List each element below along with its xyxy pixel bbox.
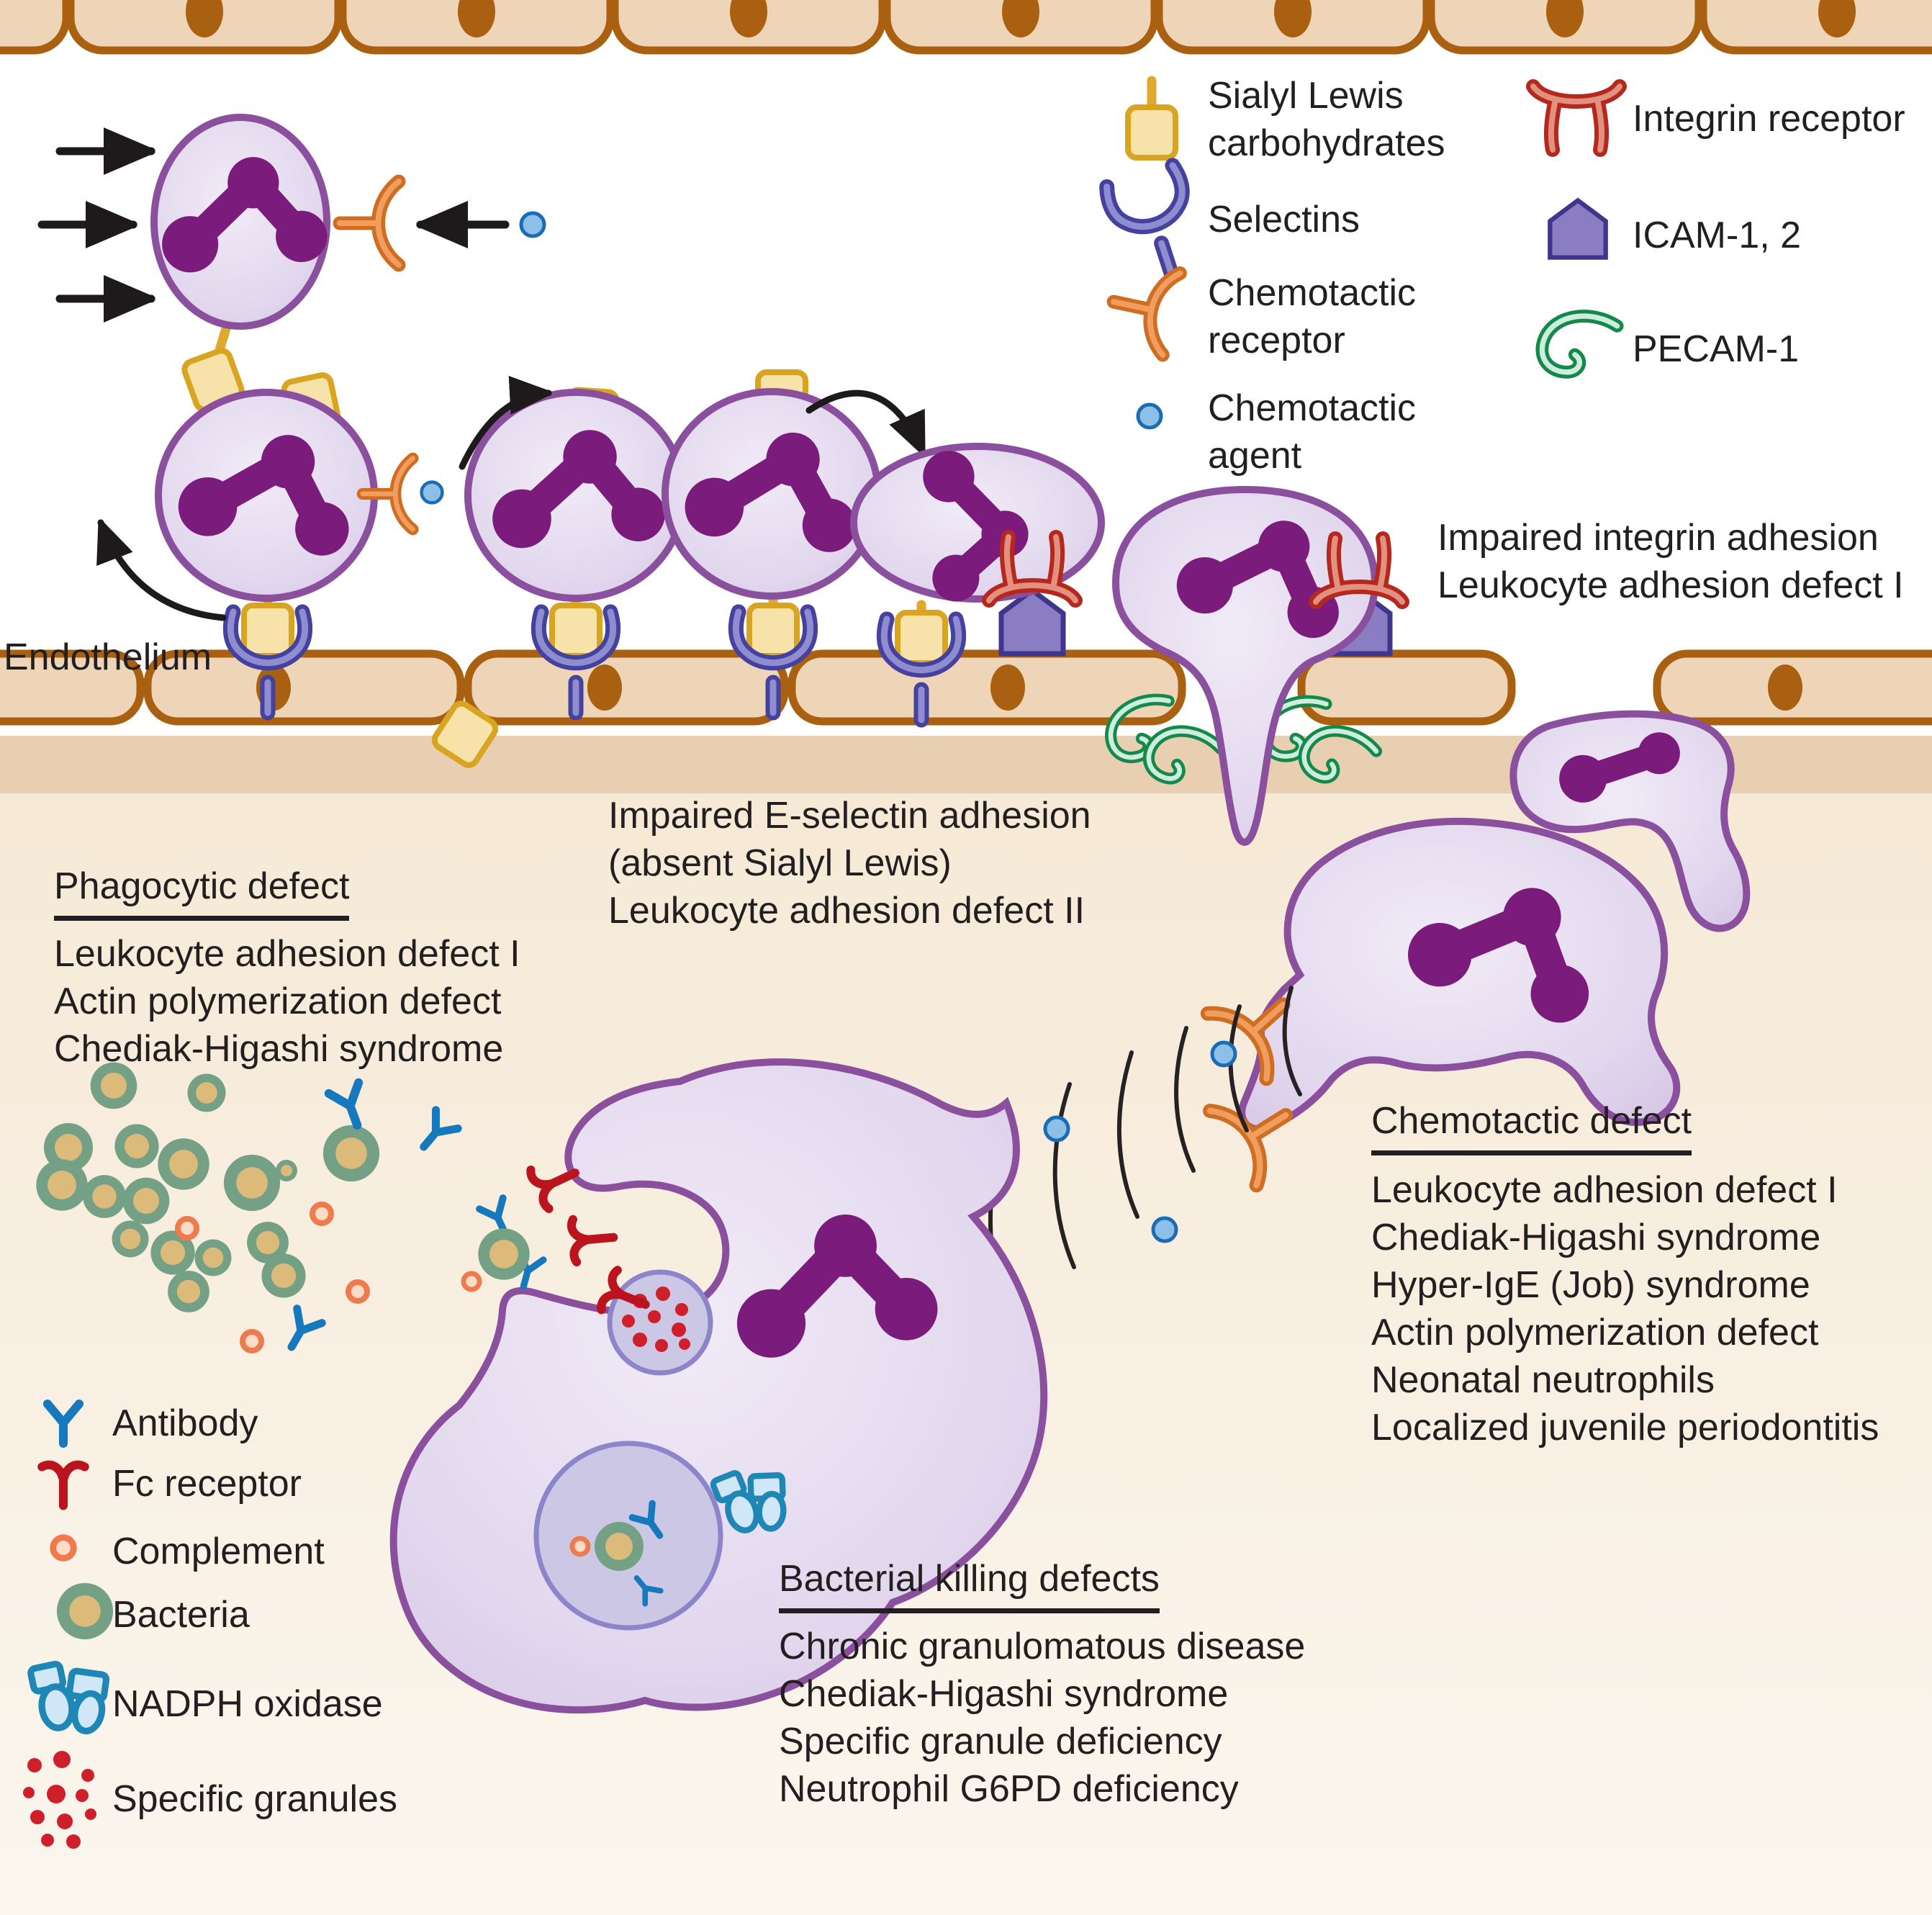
chemotactic-agent-icon	[1138, 405, 1161, 428]
rolling-leukocyte-1	[155, 374, 443, 602]
chemotactic-defect-item: Chediak-Higashi syndrome	[1371, 1217, 1821, 1258]
bacterial-killing-item: Chediak-Higashi syndrome	[779, 1673, 1229, 1715]
legend-chemo-agent-label: Chemotactic	[1208, 387, 1416, 429]
complement-icon	[53, 1538, 74, 1559]
impaired-integrin-label: Impaired integrin adhesion	[1437, 517, 1879, 559]
impaired-eselectin-label: Impaired E-selectin adhesion	[608, 795, 1091, 837]
legend-fc-label: Fc receptor	[112, 1463, 302, 1505]
endothelium-top-row	[0, 0, 1932, 55]
legend-nadph-label: NADPH oxidase	[112, 1683, 383, 1725]
legend-bacteria-label: Bacteria	[112, 1594, 250, 1636]
legend-top-icons	[1104, 76, 1620, 428]
phagocytic-defect-item: Actin polymerization defect	[54, 981, 502, 1022]
transmigrating-leukocyte	[1111, 485, 1402, 846]
chemotactic-defect-item: Localized juvenile periodontitis	[1371, 1407, 1879, 1448]
bacteria-cluster	[36, 1062, 458, 1354]
chemotactic-agent-icon	[521, 213, 544, 236]
bacterial-killing-item: Neutrophil G6PD deficiency	[779, 1768, 1239, 1810]
endothelium-bottom-row	[0, 649, 1932, 726]
legend-chemo-agent-label-2: agent	[1208, 435, 1302, 477]
legend-complement-label: Complement	[112, 1531, 325, 1572]
vessel-lumen-background	[0, 0, 1932, 736]
chemotactic-agent-icon	[422, 482, 443, 503]
phagocyte	[389, 1058, 1048, 1714]
legend-selectins-label: Selectins	[1208, 199, 1360, 240]
chemotactic-defect-title: Chemotactic defect	[1371, 1097, 1692, 1155]
chemotactic-defect-item: Neonatal neutrophils	[1371, 1359, 1715, 1401]
extravasated-leukocyte	[1509, 710, 1751, 932]
legend-sialyl-label-2: carbohydrates	[1208, 122, 1445, 164]
legend-bottom-icons	[23, 1404, 114, 1849]
chemotactic-defect-item: Actin polymerization defect	[1371, 1312, 1819, 1353]
flowing-leukocyte	[149, 114, 544, 412]
legend-granules-label: Specific granules	[112, 1778, 397, 1820]
impaired-eselectin-label-2: (absent Sialyl Lewis)	[608, 842, 952, 884]
specific-granules-icon	[23, 1751, 96, 1849]
impaired-eselectin-label-3: Leukocyte adhesion defect II	[608, 890, 1085, 932]
legend-icam-label: ICAM-1, 2	[1633, 215, 1802, 256]
legend-antibody-label: Antibody	[112, 1402, 258, 1444]
chemotaxing-leukocyte	[1208, 817, 1681, 1185]
chemotactic-defect-item: Hyper-IgE (Job) syndrome	[1371, 1264, 1810, 1306]
impaired-integrin-label-2: Leukocyte adhesion defect I	[1437, 564, 1904, 606]
endothelium-label: Endothelium	[4, 636, 212, 678]
bacteria-icon	[56, 1582, 114, 1640]
legend-sialyl-label: Sialyl Lewis	[1208, 75, 1404, 117]
rolling-arrows	[101, 393, 926, 621]
sialyl-lewis-icon	[1128, 107, 1175, 158]
phagocytic-defect-title: Phagocytic defect	[54, 862, 350, 921]
legend-chemo-receptor-label: Chemotactic	[1208, 272, 1416, 314]
bacterial-killing-item: Specific granule deficiency	[779, 1721, 1222, 1762]
flow-arrows	[37, 151, 510, 299]
phagocytic-defect-item: Chediak-Higashi syndrome	[54, 1028, 504, 1070]
legend-pecam-label: PECAM-1	[1633, 328, 1800, 370]
chemotactic-defect-item: Leukocyte adhesion defect I	[1371, 1169, 1838, 1211]
adherent-leukocyte	[850, 439, 1105, 605]
legend-chemo-receptor-label-2: receptor	[1208, 320, 1345, 361]
legend-integrin-label: Integrin receptor	[1633, 98, 1905, 140]
bacterial-killing-item: Chronic granulomatous disease	[779, 1626, 1306, 1667]
phagocytic-defect-item: Leukocyte adhesion defect I	[54, 933, 520, 975]
bacterial-killing-defects-title: Bacterial killing defects	[779, 1555, 1160, 1613]
